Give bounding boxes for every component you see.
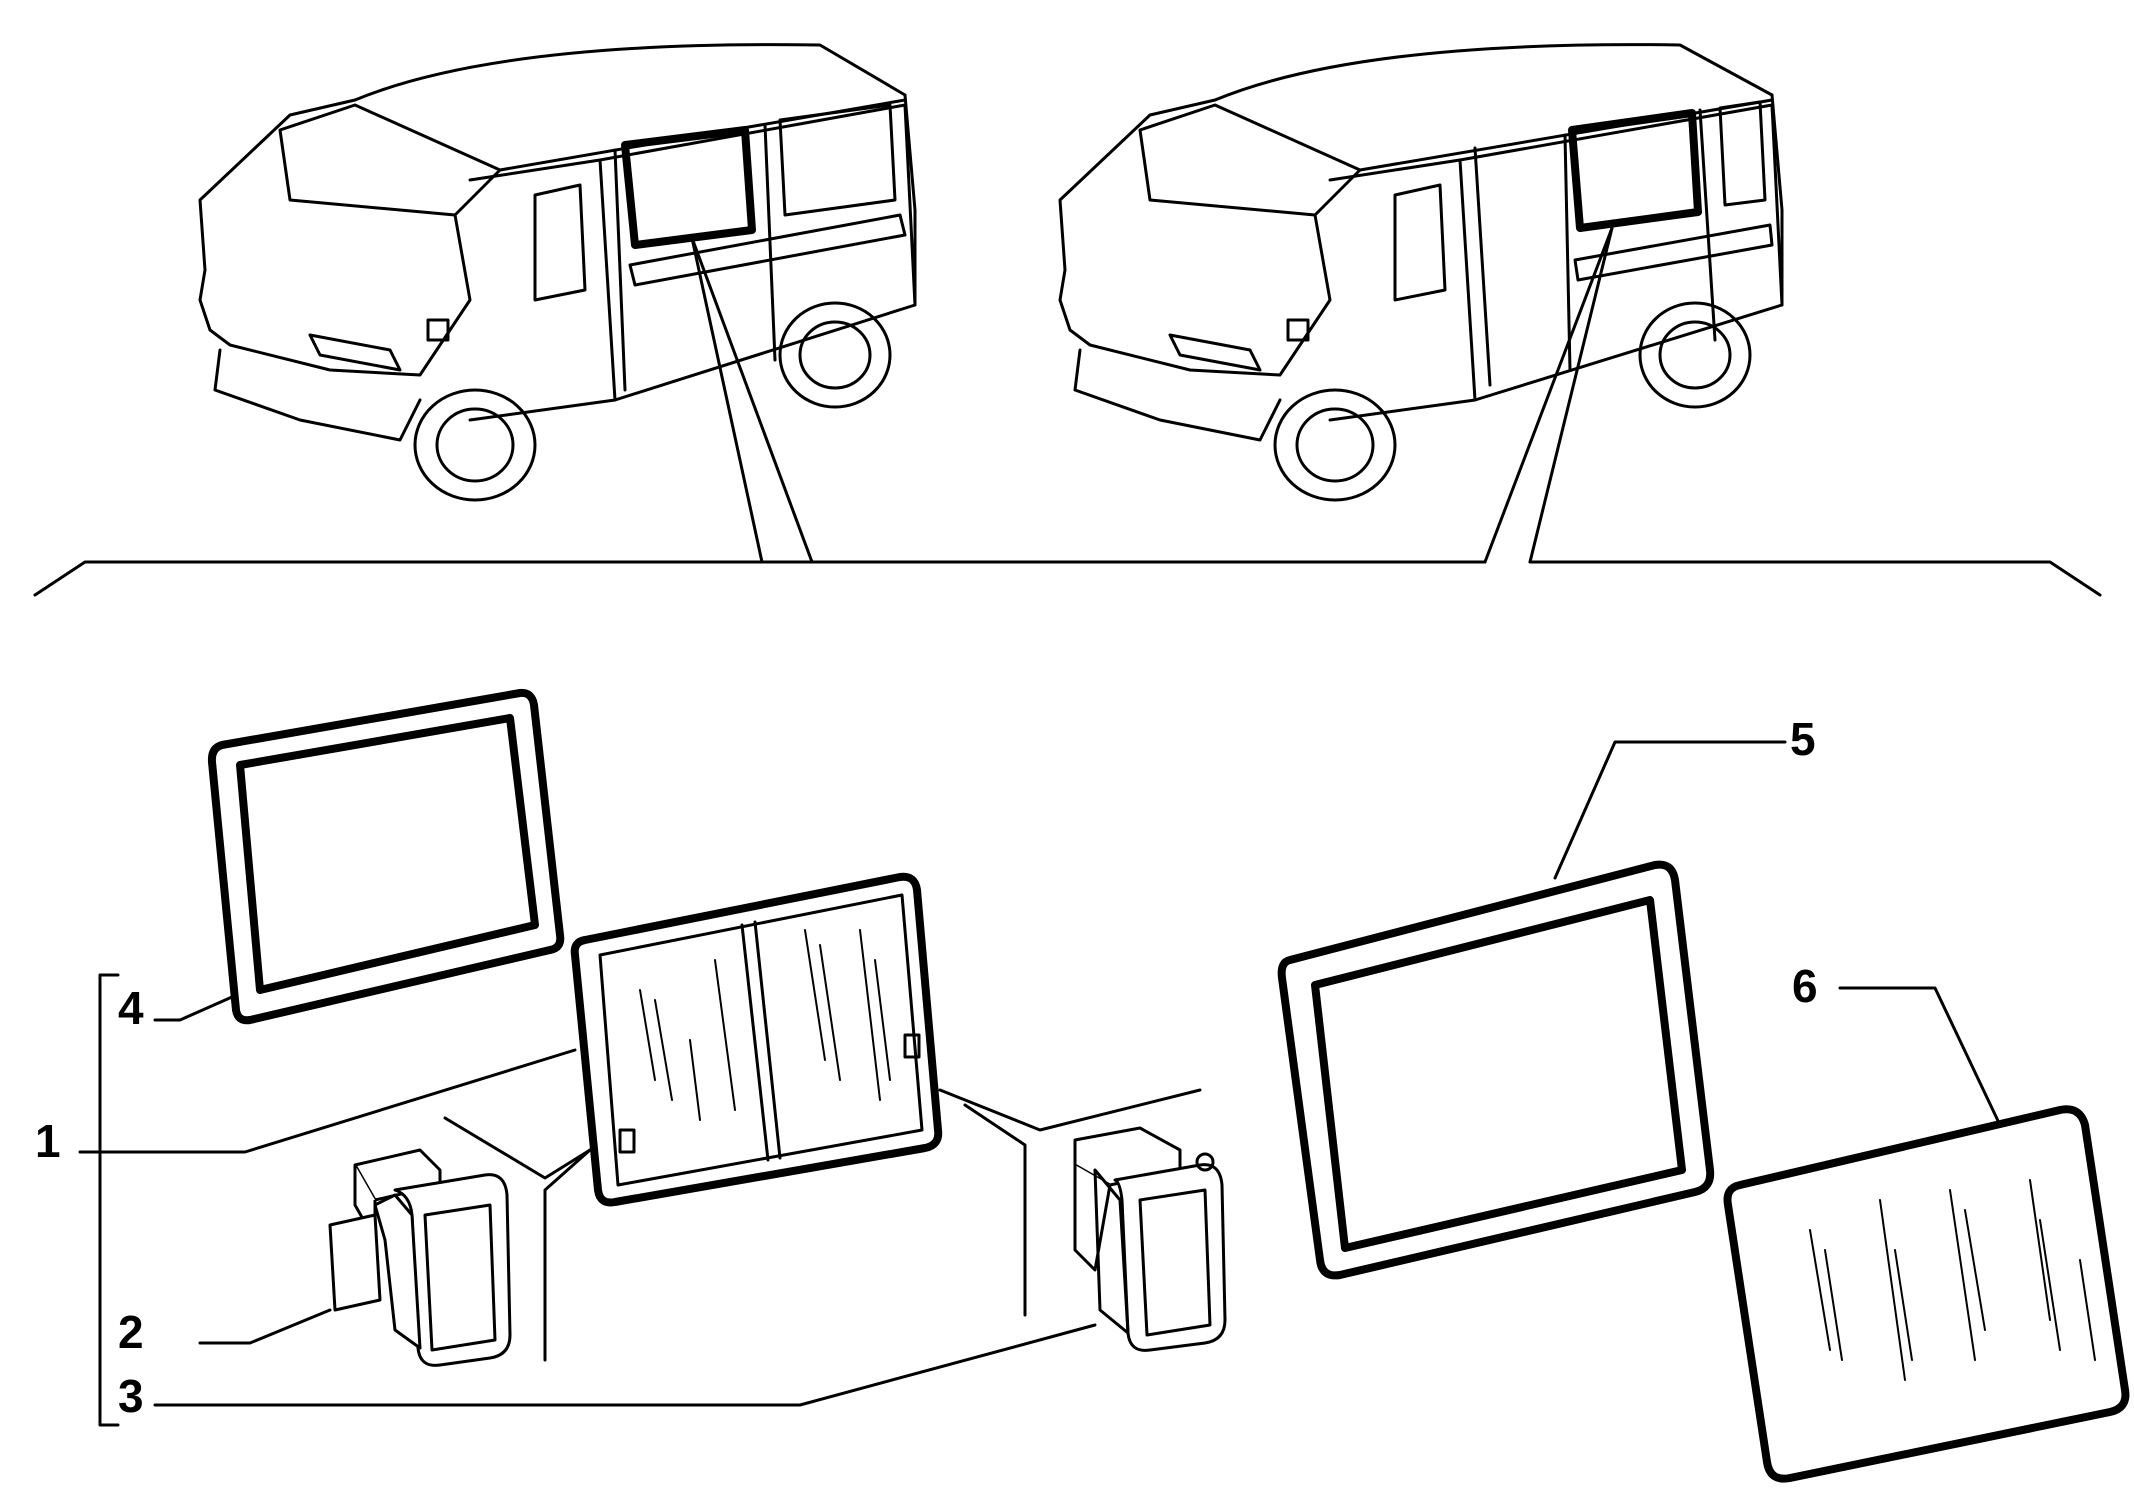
part-6-glass-pane	[1723, 1105, 2130, 1483]
van-illustration-right	[1058, 43, 1784, 564]
leader-lines	[78, 740, 2002, 1427]
callout-label-2: 2	[118, 1306, 144, 1358]
callout-label-3: 3	[118, 1370, 144, 1422]
van-illustration-left	[198, 43, 917, 564]
part-4-window-seal	[207, 688, 565, 1025]
callout-label-5: 5	[1790, 713, 1816, 765]
part-2-latch	[328, 1148, 512, 1367]
callout-label-4: 4	[118, 982, 144, 1034]
callout-label-1: 1	[35, 1115, 61, 1167]
detail-bracket	[33, 560, 2102, 597]
part-1-sliding-window	[570, 872, 943, 1207]
part-5-window-seal	[1277, 860, 1715, 1280]
callout-label-6: 6	[1792, 960, 1818, 1012]
part-3-latch	[1073, 1126, 1227, 1352]
